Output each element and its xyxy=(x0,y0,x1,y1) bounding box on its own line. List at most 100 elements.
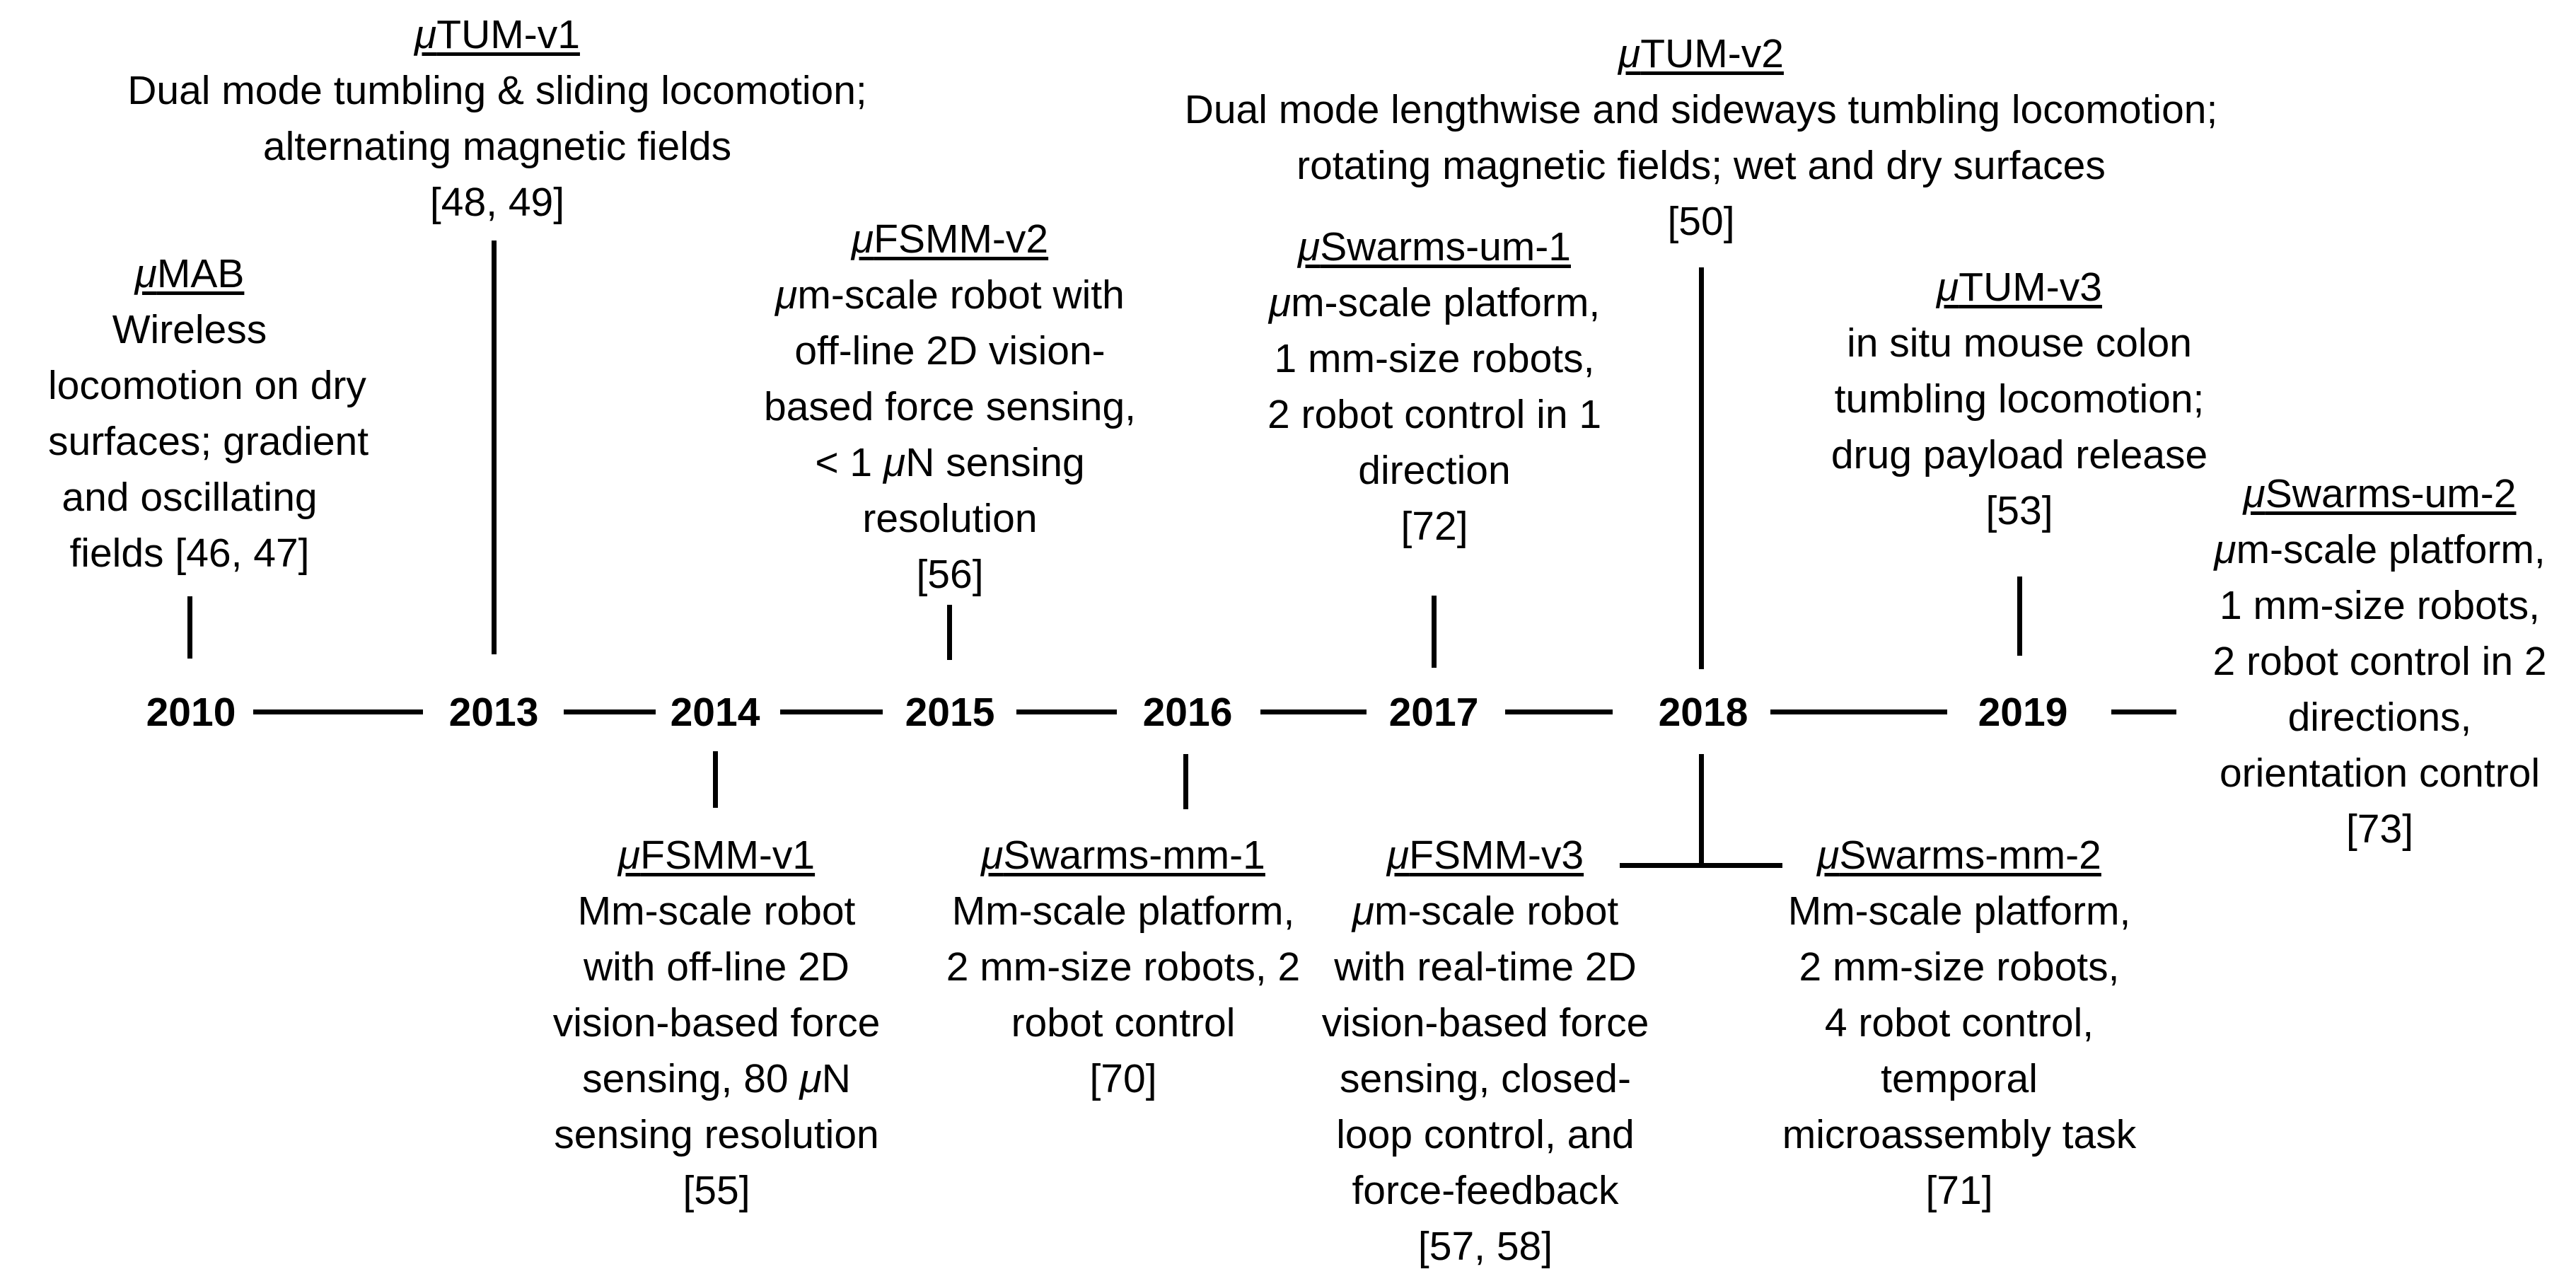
milestone-muswarms-um1: μSwarms-um-1 μm-scale platform, 1 mm-siz… xyxy=(1208,219,1661,555)
milestone-text: force-feedback xyxy=(1352,1168,1619,1213)
year-2017: 2017 xyxy=(1388,690,1479,735)
connector-mufsmm-v2 xyxy=(947,605,952,660)
milestone-text: and oscillating xyxy=(62,475,318,520)
milestone-text: locomotion on dry xyxy=(48,363,366,408)
milestone-text: with off-line 2D xyxy=(584,944,849,990)
mu-symbol: μ xyxy=(775,272,798,318)
year-2015: 2015 xyxy=(905,690,995,735)
milestone-text: sensing, closed- xyxy=(1340,1056,1631,1101)
milestone-text: resolution xyxy=(862,496,1038,541)
milestone-mutum-v1: μTUM-v1 Dual mode tumbling & sliding loc… xyxy=(69,7,925,231)
mu-symbol: μ xyxy=(1298,224,1321,270)
milestone-text: N xyxy=(821,1056,851,1101)
connector-mumab xyxy=(187,596,192,659)
milestone-text: sensing, 80 xyxy=(582,1056,800,1101)
axis-segment xyxy=(564,709,656,714)
milestone-text: vision-based force xyxy=(552,1000,881,1045)
milestone-text: m-scale platform, xyxy=(2236,527,2546,572)
milestone-text: 1 mm-size robots, xyxy=(1274,336,1595,381)
connector-muswarms-um1 xyxy=(1432,596,1437,668)
milestone-mufsmm-v2: μFSMM-v2 μm-scale robot with off-line 2D… xyxy=(709,212,1190,603)
mu-symbol: μ xyxy=(414,12,437,57)
milestone-text: vision-based force xyxy=(1321,1000,1649,1045)
milestone-text: off-line 2D vision- xyxy=(794,328,1106,373)
milestone-text: fields [46, 47] xyxy=(69,531,310,576)
milestone-text: orientation control xyxy=(2219,751,2541,796)
milestone-text: [72] xyxy=(1400,504,1468,549)
connector-mutum-v1 xyxy=(492,241,497,654)
milestone-title: Swarms-mm-1 xyxy=(1003,833,1265,878)
year-2013: 2013 xyxy=(448,690,539,735)
milestone-text: 1 mm-size robots, xyxy=(2220,583,2540,628)
milestone-mufsmm-v3: μFSMM-v3 μm-scale robot with real-time 2… xyxy=(1280,828,1690,1275)
milestone-text: tumbling locomotion; xyxy=(1834,376,2205,422)
milestone-text: Mm-scale platform, xyxy=(951,888,1295,934)
milestone-title: TUM-v2 xyxy=(1640,31,1784,76)
milestone-mufsmm-v1: μFSMM-v1 Mm-scale robot with off-line 2D… xyxy=(494,828,939,1219)
milestone-mutum-v3: μTUM-v3 in situ mouse colon tumbling loc… xyxy=(1793,260,2246,539)
connector-mutum-v3 xyxy=(2017,577,2022,656)
milestone-text: m-scale robot with xyxy=(797,272,1125,318)
milestone-text: surfaces; gradient xyxy=(48,419,369,464)
milestone-text: 4 robot control, xyxy=(1824,1000,2094,1045)
milestone-text: temporal xyxy=(1881,1056,2038,1101)
milestone-text: 2 mm-size robots, 2 xyxy=(946,944,1301,990)
axis-segment xyxy=(2111,709,2176,714)
milestone-text: microassembly task xyxy=(1782,1112,2137,1157)
milestone-text: sensing resolution xyxy=(554,1112,879,1157)
milestone-title: TUM-v3 xyxy=(1959,265,2102,310)
milestone-text: Dual mode lengthwise and sideways tumbli… xyxy=(1184,87,2218,132)
milestone-text: based force sensing, xyxy=(764,384,1136,429)
milestone-text: N sensing xyxy=(905,440,1085,485)
connector-mutum-v2 xyxy=(1699,267,1704,669)
milestone-text: Mm-scale robot xyxy=(577,888,856,934)
milestone-text: m-scale robot xyxy=(1374,888,1619,934)
mu-symbol: μ xyxy=(134,251,157,296)
milestone-text: [57, 58] xyxy=(1417,1224,1553,1269)
milestone-text: [48, 49] xyxy=(429,180,565,225)
axis-segment xyxy=(780,709,883,714)
milestone-muswarms-um2: μSwarms-um-2 μm-scale platform, 1 mm-siz… xyxy=(2187,466,2572,857)
mu-symbol: μ xyxy=(883,440,906,485)
connector-2018-bottom xyxy=(1699,754,1704,867)
milestone-text: [50] xyxy=(1667,199,1735,244)
milestone-text: [71] xyxy=(1925,1168,1993,1213)
connector-muswarms-mm1 xyxy=(1183,754,1188,809)
milestone-text: m-scale platform, xyxy=(1291,280,1601,325)
axis-segment xyxy=(1260,709,1367,714)
milestone-title: FSMM-v2 xyxy=(874,216,1049,262)
mu-symbol: μ xyxy=(1268,280,1292,325)
mu-symbol: μ xyxy=(799,1056,822,1101)
mu-symbol: μ xyxy=(851,216,874,262)
milestone-muswarms-mm2: μSwarms-mm-2 Mm-scale platform, 2 mm-siz… xyxy=(1744,828,2175,1219)
milestone-text: Dual mode tumbling & sliding locomotion; xyxy=(127,68,867,113)
year-2014: 2014 xyxy=(670,690,760,735)
milestone-text: in situ mouse colon xyxy=(1847,320,2192,366)
milestone-text: alternating magnetic fields xyxy=(262,124,732,169)
milestone-text: Mm-scale platform, xyxy=(1787,888,2131,934)
axis-segment xyxy=(1016,709,1117,714)
connector-branch-2018 xyxy=(1620,863,1782,868)
year-2019: 2019 xyxy=(1978,690,2068,735)
connector-mufsmm-v1 xyxy=(713,751,718,808)
milestone-text: 2 mm-size robots, xyxy=(1799,944,2120,990)
milestone-text: direction xyxy=(1358,448,1511,493)
milestone-muswarms-mm1: μSwarms-mm-1 Mm-scale platform, 2 mm-siz… xyxy=(897,828,1350,1107)
milestone-text: 2 robot control in 1 xyxy=(1267,392,1602,437)
axis-segment xyxy=(253,709,423,714)
milestone-text: robot control xyxy=(1011,1000,1236,1045)
milestone-text: rotating magnetic fields; wet and dry su… xyxy=(1296,143,2106,188)
mu-symbol: μ xyxy=(1817,833,1840,878)
milestone-text: directions, xyxy=(2287,695,2472,740)
milestone-text: [73] xyxy=(2345,806,2414,852)
milestone-title: MAB xyxy=(156,251,245,296)
milestone-title: FSMM-v3 xyxy=(1409,833,1584,878)
milestone-text: with real-time 2D xyxy=(1334,944,1637,990)
milestone-mumab: μMAB Wireless locomotion on dry surfaces… xyxy=(48,246,369,581)
milestone-title: Swarms-mm-2 xyxy=(1839,833,2101,878)
milestone-text: [55] xyxy=(683,1168,750,1213)
milestone-text: loop control, and xyxy=(1336,1112,1635,1157)
milestone-title: Swarms-um-1 xyxy=(1320,224,1571,270)
year-2010: 2010 xyxy=(146,690,236,735)
year-2016: 2016 xyxy=(1142,690,1233,735)
